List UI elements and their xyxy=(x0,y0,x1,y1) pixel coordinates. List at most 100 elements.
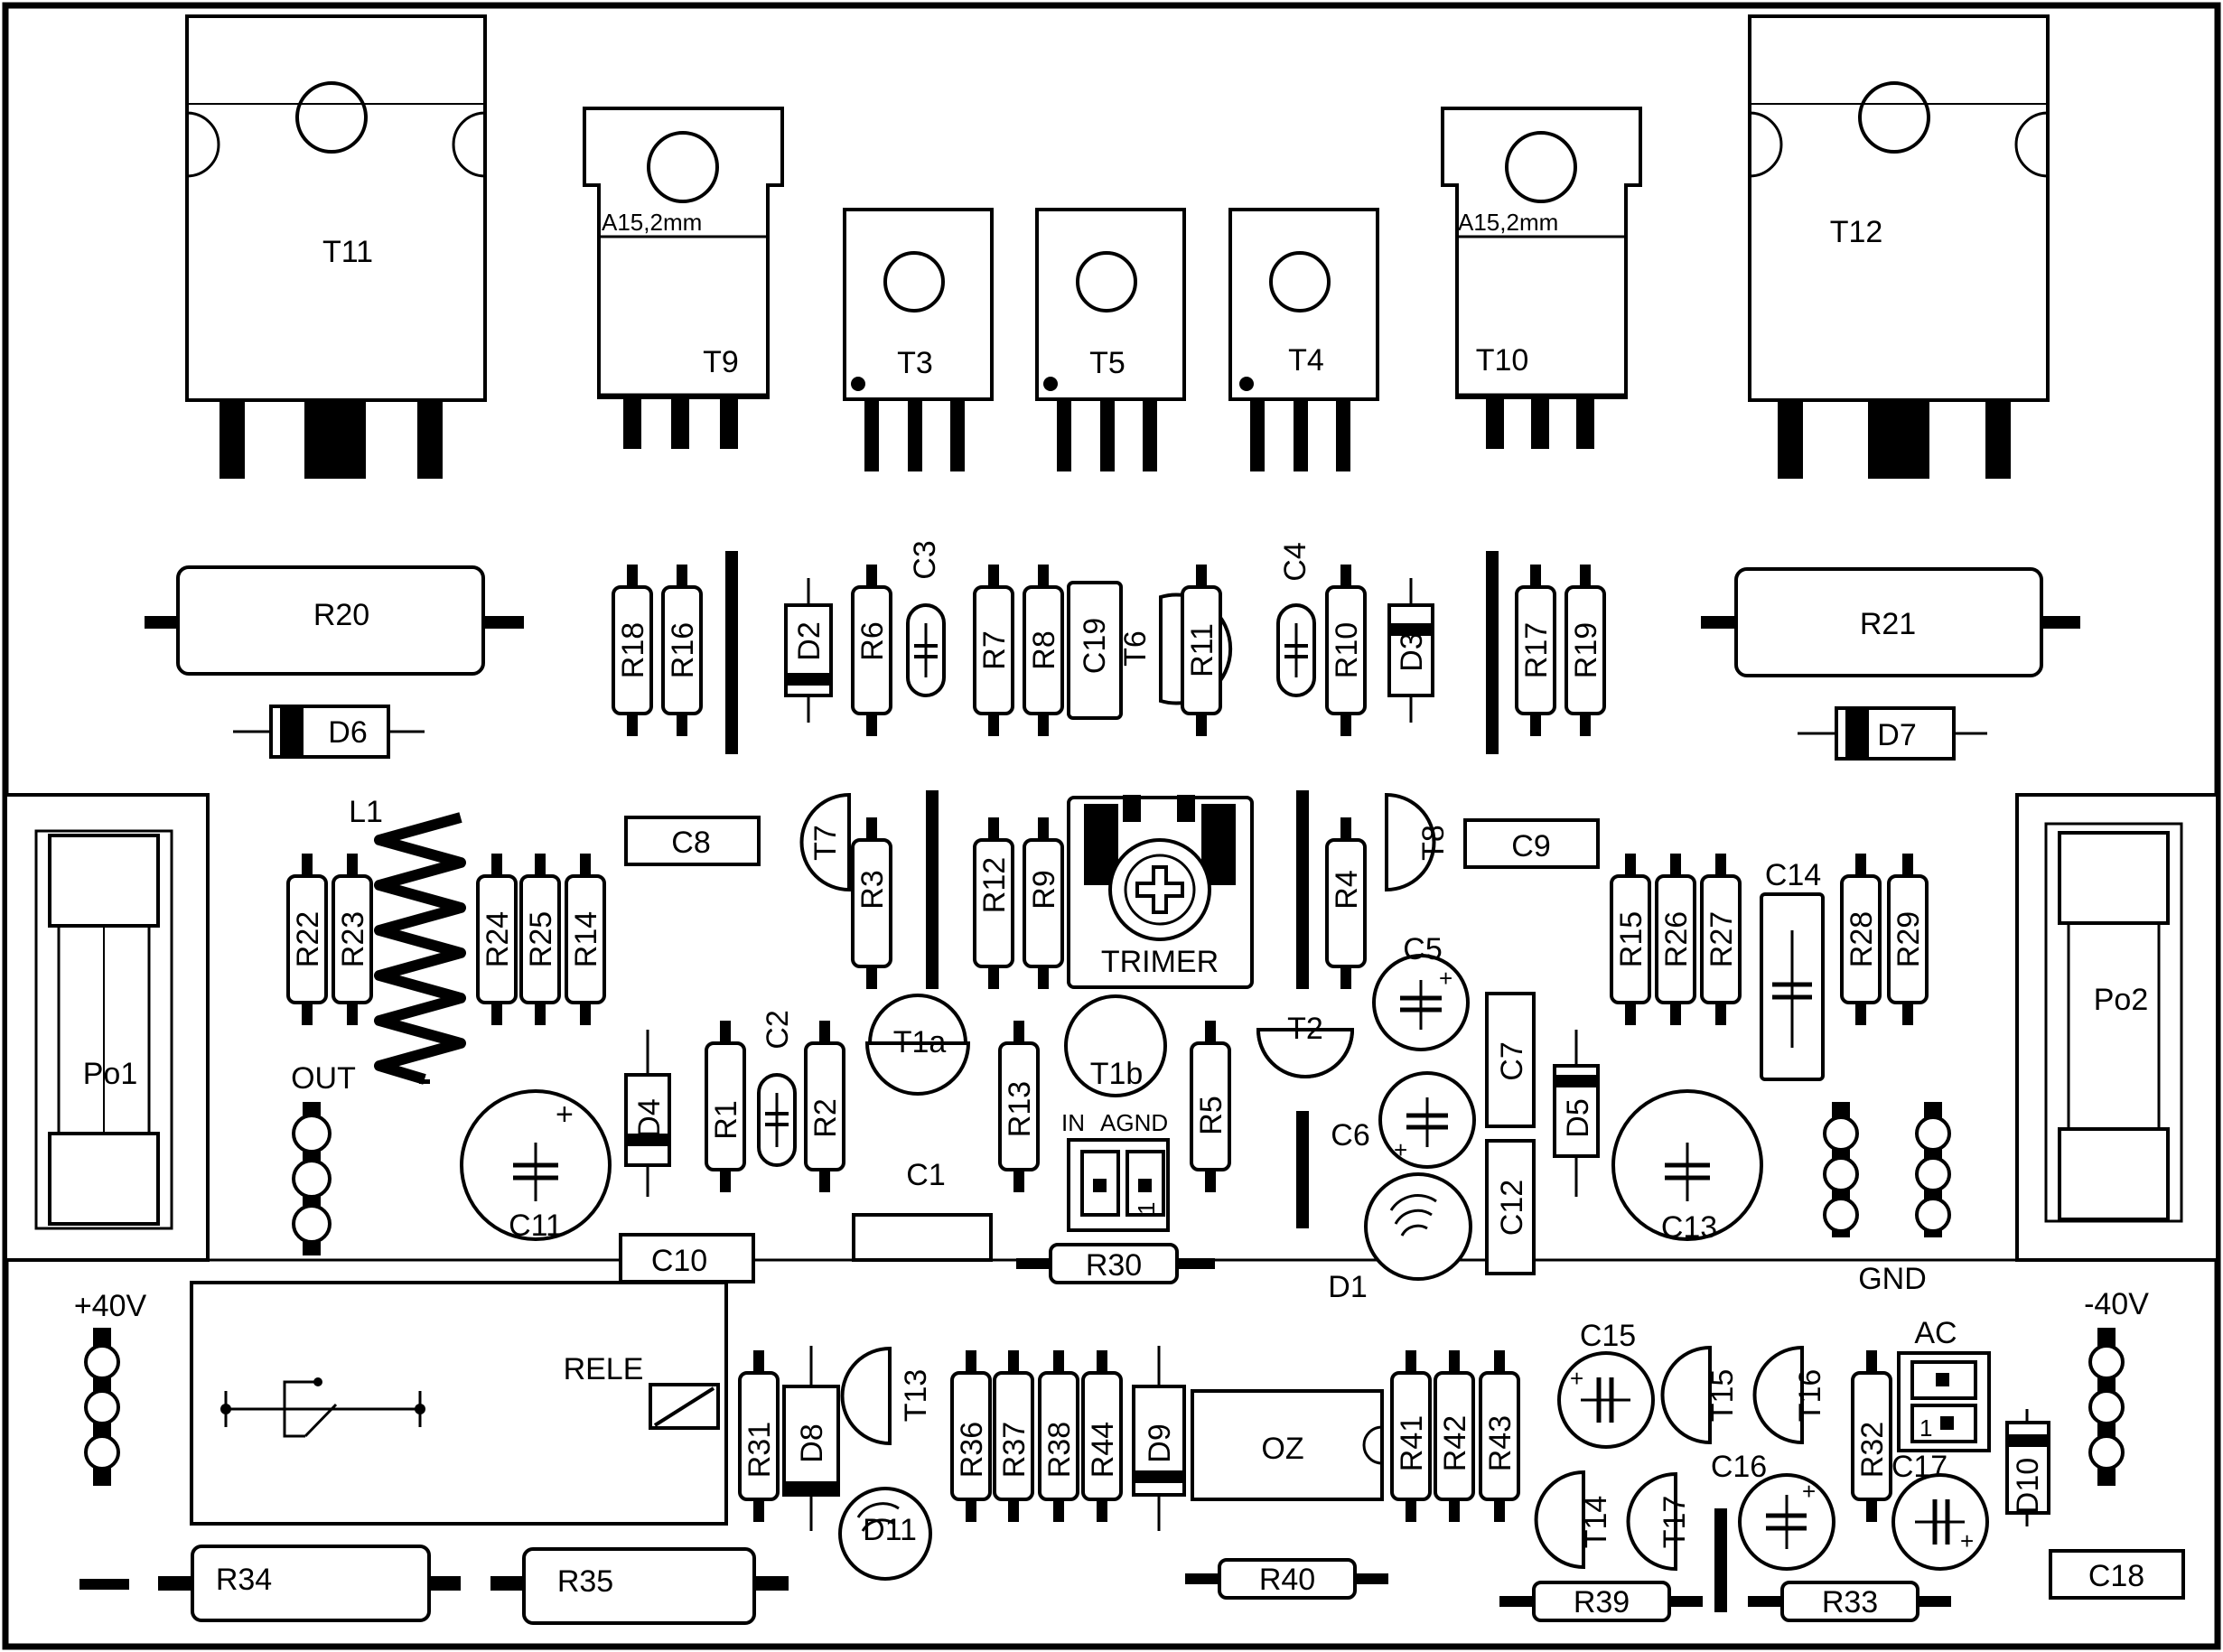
label-a15-right: A15,2mm xyxy=(1458,209,1558,236)
label-t10: T10 xyxy=(1476,343,1529,378)
wire-link-1 xyxy=(725,551,738,754)
label-l1: L1 xyxy=(349,795,383,829)
resistor-r40: R40 xyxy=(1185,1558,1388,1600)
resistor-r25: R25 xyxy=(519,852,561,1027)
transistor-t12: T12 xyxy=(1748,14,2050,479)
label-t17: T17 xyxy=(1658,1496,1692,1549)
resistor-r42: R42 xyxy=(1434,1349,1475,1524)
label-a15-left: A15,2mm xyxy=(602,209,702,236)
label-r3: R3 xyxy=(855,870,890,909)
capacitor-c5: + C5 xyxy=(1372,932,1470,1051)
label-r27: R27 xyxy=(1705,911,1739,967)
label-r31: R31 xyxy=(743,1422,777,1478)
resistor-r18: R18 xyxy=(612,563,653,738)
resistor-r10: R10 xyxy=(1325,563,1367,738)
resistor-r31: R31 xyxy=(738,1349,780,1524)
transistor-t1b: T1b xyxy=(1064,994,1168,1097)
label-c15: C15 xyxy=(1580,1319,1636,1353)
label-c19: C19 xyxy=(1078,618,1112,674)
label-r34: R34 xyxy=(216,1563,272,1597)
label-r16: R16 xyxy=(666,622,700,678)
label-r12: R12 xyxy=(977,857,1012,913)
transistor-t5: T5 xyxy=(1035,208,1186,471)
label-c6: C6 xyxy=(1331,1118,1369,1153)
trimmer-potentiometer: TRIMER xyxy=(1067,795,1254,989)
transistor-t14: T14 xyxy=(1534,1470,1613,1570)
resistor-r11: R11 xyxy=(1181,563,1222,738)
resistor-r2: R2 xyxy=(804,1019,845,1194)
transistor-t2: T2 xyxy=(1256,1012,1355,1078)
label-t14: T14 xyxy=(1579,1496,1613,1549)
label-c12: C12 xyxy=(1495,1180,1529,1236)
ic-oz: OZ xyxy=(1191,1389,1384,1501)
resistor-r35: R35 xyxy=(490,1547,789,1625)
diode-d2: D2 xyxy=(784,578,833,723)
c17-plus: + xyxy=(1960,1527,1974,1554)
label-t7: T7 xyxy=(808,825,843,861)
wire-link-4 xyxy=(1296,790,1309,989)
diode-d8: D8 xyxy=(782,1346,840,1531)
connector-out xyxy=(292,1102,332,1255)
resistor-r13: R13 xyxy=(998,1019,1040,1194)
label-d10: D10 xyxy=(2011,1458,2045,1514)
resistor-r27: R27 xyxy=(1700,852,1742,1027)
transistor-t3: T3 xyxy=(843,208,994,471)
label-r19: R19 xyxy=(1569,622,1603,678)
label-r30: R30 xyxy=(1086,1248,1142,1283)
label-ac: AC xyxy=(1914,1316,1957,1350)
label-t4: T4 xyxy=(1288,343,1324,378)
label-po1: Po1 xyxy=(83,1057,138,1091)
label-r29: R29 xyxy=(1891,911,1926,967)
resistor-r41: R41 xyxy=(1390,1349,1432,1524)
transistor-t11: T11 xyxy=(185,14,487,479)
label-r1: R1 xyxy=(709,1100,743,1139)
connector-plus40v xyxy=(84,1328,120,1486)
resistor-r4: R4 xyxy=(1325,816,1367,991)
label-d6: D6 xyxy=(328,715,367,750)
resistor-r23: R23 xyxy=(332,852,373,1027)
label-c5: C5 xyxy=(1403,932,1442,966)
capacitor-c10: C10 xyxy=(619,1233,755,1283)
label-r4: R4 xyxy=(1330,870,1364,909)
capacitor-c17: + xyxy=(1891,1473,1989,1571)
label-t1a: T1a xyxy=(893,1025,947,1059)
label-c13: C13 xyxy=(1661,1210,1717,1245)
label-r23: R23 xyxy=(336,911,370,967)
transistor-t15: T15 xyxy=(1660,1345,1740,1445)
label-r35: R35 xyxy=(557,1564,613,1599)
led-d1: D1 xyxy=(1328,1172,1472,1304)
label-c8: C8 xyxy=(671,826,710,860)
label-r24: R24 xyxy=(481,911,515,967)
resistor-r14: R14 xyxy=(565,852,606,1027)
label-t6: T6 xyxy=(1118,630,1153,667)
diode-d9: D9 xyxy=(1132,1346,1186,1531)
label-t9: T9 xyxy=(703,345,739,379)
label-r5: R5 xyxy=(1194,1096,1228,1134)
resistor-r39: R39 xyxy=(1499,1581,1703,1622)
label-r41: R41 xyxy=(1395,1415,1429,1471)
label-t8: T8 xyxy=(1416,825,1451,861)
pin1-label-ac: 1 xyxy=(1919,1414,1932,1442)
label-t11: T11 xyxy=(322,235,373,269)
transistor-t10: A15,2mm T10 xyxy=(1441,107,1642,449)
wire-link-6 xyxy=(1714,1508,1727,1612)
transistor-t7: T7 xyxy=(799,792,851,892)
capacitor-c18: C18 xyxy=(2049,1549,2185,1600)
capacitor-c9: C9 xyxy=(1463,818,1600,869)
capacitor-c13: C13 xyxy=(1611,1089,1763,1245)
wire-link-5 xyxy=(1296,1111,1309,1228)
resistor-r36: R36 xyxy=(950,1349,992,1524)
resistor-r16: R16 xyxy=(661,563,703,738)
label-c9: C9 xyxy=(1511,829,1550,863)
resistor-r7: R7 xyxy=(973,563,1014,738)
label-r22: R22 xyxy=(291,911,325,967)
label-t2: T2 xyxy=(1287,1012,1323,1046)
resistor-r20: R20 xyxy=(145,565,524,676)
c6-plus: + xyxy=(1394,1136,1407,1163)
label-r18: R18 xyxy=(616,622,650,678)
capacitor-c2: C2 xyxy=(757,1010,797,1167)
label-r8: R8 xyxy=(1027,630,1061,669)
label-r15: R15 xyxy=(1614,911,1649,967)
resistor-r17: R17 xyxy=(1515,563,1556,738)
